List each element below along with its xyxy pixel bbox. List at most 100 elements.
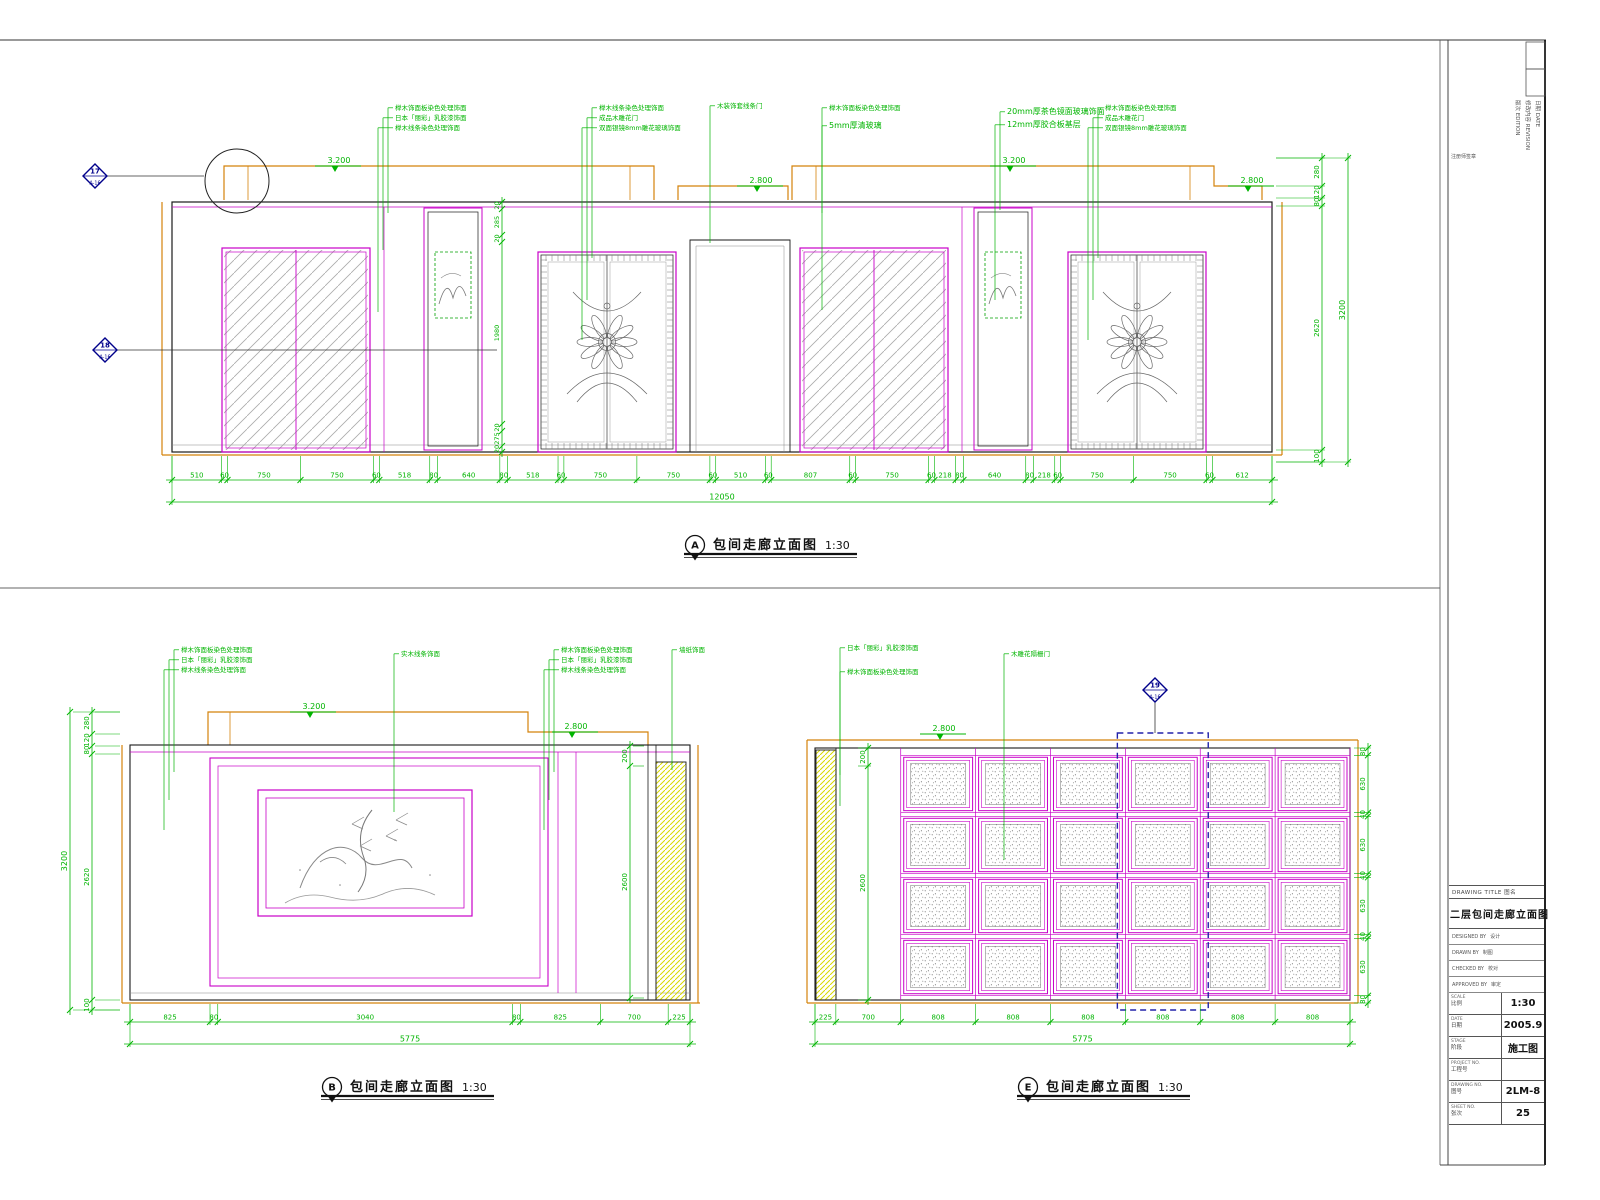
lattice-panel — [1277, 939, 1348, 995]
lattice-panel — [1277, 817, 1348, 873]
info-value-3 — [1501, 1059, 1544, 1080]
svg-text:640: 640 — [988, 472, 1001, 480]
svg-text:60: 60 — [556, 472, 565, 480]
svg-text:日本「丽彩」乳胶漆饰面: 日本「丽彩」乳胶漆饰面 — [181, 655, 253, 664]
info-row-3: PROJECT NO.工程号 — [1449, 1059, 1544, 1081]
svg-text:A-16: A-16 — [89, 181, 100, 187]
svg-text:120: 120 — [83, 733, 91, 746]
landscape-painting — [284, 809, 436, 904]
section-marker: 17A-16 — [82, 163, 204, 189]
svg-text:60: 60 — [1053, 472, 1062, 480]
lattice-panel — [1202, 817, 1273, 873]
sheet-drawing-title: 二层包间走廊立面图 — [1449, 899, 1548, 929]
lattice-panel — [978, 817, 1048, 873]
svg-text:218: 218 — [1037, 472, 1050, 480]
svg-text:3.200: 3.200 — [1003, 156, 1026, 165]
svg-text:实木线条饰面: 实木线条饰面 — [401, 649, 441, 658]
svg-text:640: 640 — [462, 472, 475, 480]
dimension-chain: 5775 — [809, 1004, 1356, 1048]
detail-selection-box — [1116, 732, 1209, 1011]
lattice-panel — [1127, 939, 1198, 995]
svg-text:1:30: 1:30 — [1158, 1081, 1183, 1094]
svg-text:2.800: 2.800 — [750, 176, 773, 185]
info-value-2: 施工图 — [1501, 1037, 1544, 1058]
lattice-panel — [1127, 878, 1198, 934]
svg-text:40: 40 — [1359, 871, 1367, 880]
svg-text:630: 630 — [1359, 960, 1367, 973]
svg-text:808: 808 — [1231, 1014, 1244, 1022]
svg-text:榉木饰面板染色处理饰面: 榉木饰面板染色处理饰面 — [1105, 103, 1177, 112]
lattice-panel — [903, 817, 974, 873]
svg-text:5775: 5775 — [400, 1035, 420, 1044]
lattice-panel — [1052, 939, 1123, 995]
info-value-0: 1:30 — [1501, 993, 1544, 1014]
svg-text:版次 EDITION: 版次 EDITION — [1514, 100, 1522, 136]
svg-text:3200: 3200 — [60, 851, 69, 871]
svg-text:2620: 2620 — [1313, 319, 1321, 337]
svg-text:275: 275 — [493, 432, 501, 444]
info-value-4: 2LM-8 — [1501, 1081, 1544, 1102]
svg-text:510: 510 — [190, 472, 203, 480]
annotation-leader: 墙纸饰面 — [671, 645, 706, 770]
svg-text:成品木雕花门: 成品木雕花门 — [599, 113, 638, 122]
lattice-panel — [1052, 817, 1123, 873]
svg-text:包间走廊立面图: 包间走廊立面图 — [713, 537, 818, 553]
level-marker: 2.800 — [737, 176, 783, 192]
svg-text:19: 19 — [1150, 682, 1160, 690]
section-marker: 18A-16 — [92, 337, 497, 363]
annotation-leader: 木装饰套线条门 — [709, 101, 763, 243]
svg-text:750: 750 — [1090, 472, 1103, 480]
svg-text:225: 225 — [819, 1014, 832, 1022]
svg-text:225: 225 — [672, 1014, 685, 1022]
svg-text:3200: 3200 — [1338, 300, 1347, 320]
svg-text:120: 120 — [1313, 185, 1321, 198]
svg-text:808: 808 — [1006, 1014, 1019, 1022]
svg-text:榉木线条染色处理饰面: 榉木线条染色处理饰面 — [599, 103, 665, 112]
svg-text:808: 808 — [1081, 1014, 1094, 1022]
svg-text:60: 60 — [927, 472, 936, 480]
svg-text:80: 80 — [1025, 472, 1034, 480]
svg-text:750: 750 — [885, 472, 898, 480]
svg-text:注册师签章: 注册师签章 — [1451, 153, 1476, 160]
svg-text:日本「丽彩」乳胶漆饰面: 日本「丽彩」乳胶漆饰面 — [561, 655, 633, 664]
svg-text:5775: 5775 — [1072, 1035, 1092, 1044]
svg-text:60: 60 — [708, 472, 717, 480]
carved-double-door — [537, 251, 677, 453]
svg-text:20: 20 — [493, 201, 501, 209]
svg-text:20: 20 — [493, 445, 501, 453]
svg-text:B: B — [328, 1083, 336, 1094]
svg-text:18: 18 — [100, 342, 110, 350]
svg-text:750: 750 — [257, 472, 270, 480]
lattice-panel — [903, 756, 974, 812]
level-marker: 2.800 — [1228, 176, 1274, 192]
lattice-panel — [1127, 756, 1198, 812]
svg-text:80: 80 — [429, 472, 438, 480]
svg-text:280: 280 — [83, 716, 91, 729]
info-value-5: 25 — [1501, 1103, 1544, 1124]
svg-text:A-16: A-16 — [99, 355, 110, 361]
svg-text:12050: 12050 — [709, 493, 734, 502]
svg-text:60: 60 — [764, 472, 773, 480]
dimension-chain: 3200 — [1276, 153, 1352, 467]
svg-text:日本「丽彩」乳胶漆饰面: 日本「丽彩」乳胶漆饰面 — [847, 643, 919, 652]
svg-text:榉木线条染色处理饰面: 榉木线条染色处理饰面 — [395, 123, 461, 132]
svg-text:2.800: 2.800 — [1241, 176, 1264, 185]
annotation-leader: 榉木饰面板染色处理饰面 — [821, 103, 901, 213]
dimension-chain: 5775 — [124, 1004, 696, 1048]
